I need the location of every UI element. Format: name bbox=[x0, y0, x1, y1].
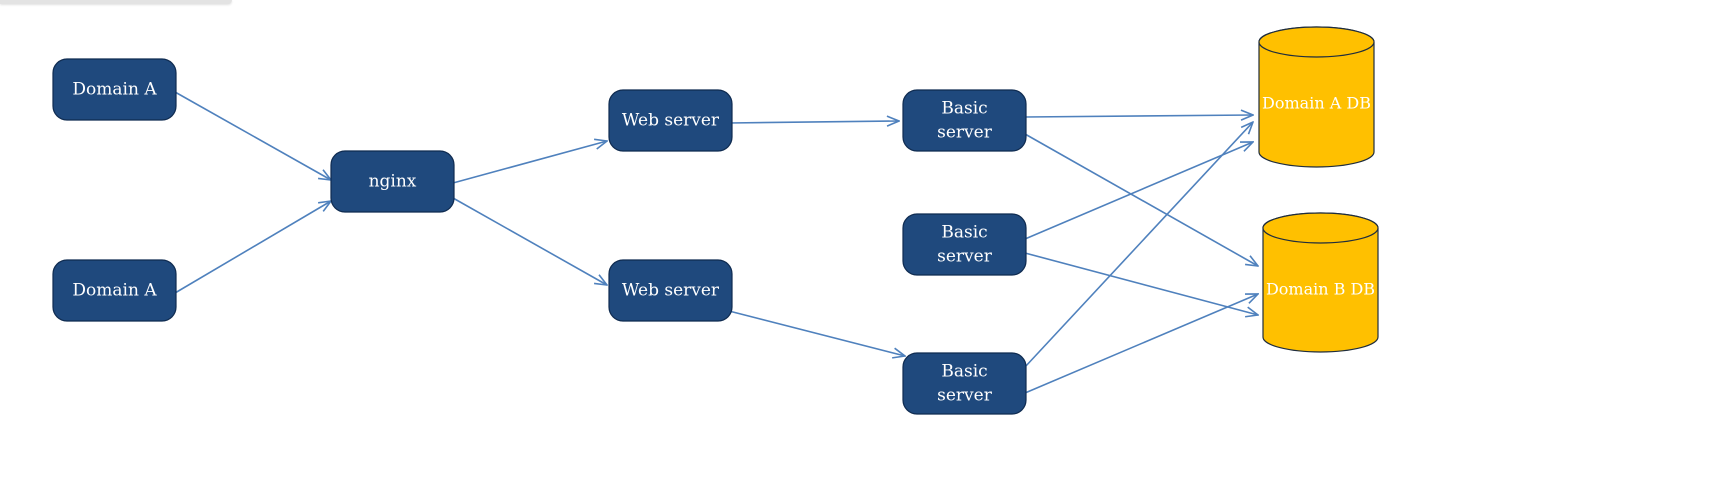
node-web-server-bottom-label: Web server bbox=[622, 281, 720, 301]
node-domain-a-top-box bbox=[52, 58, 177, 121]
edge-basic-server-3-to-domain-b-db bbox=[1024, 294, 1258, 394]
node-basic-server-2-box bbox=[902, 213, 1027, 276]
node-domain-a-bottom-box bbox=[52, 259, 177, 322]
node-basic-server-3-label-line1: Basic bbox=[941, 362, 987, 382]
edge-nginx-to-web-server-top bbox=[452, 141, 607, 184]
edge-basic-server-1-to-domain-b-db bbox=[1024, 133, 1258, 266]
edge-basic-server-2-to-domain-a-db bbox=[1024, 142, 1253, 240]
node-nginx-box bbox=[330, 150, 455, 213]
node-web-server-top[interactable]: Web server bbox=[608, 89, 733, 152]
node-basic-server-2[interactable]: Basic server bbox=[902, 213, 1027, 276]
node-basic-server-1-box bbox=[902, 89, 1027, 152]
node-basic-server-3-box bbox=[902, 352, 1027, 415]
node-web-server-bottom-box bbox=[608, 259, 733, 322]
node-domain-a-top[interactable]: Domain A bbox=[52, 58, 177, 121]
node-domain-b-db-label: Domain B DB bbox=[1266, 280, 1375, 299]
edge-domain-a-bottom-to-nginx bbox=[174, 201, 331, 294]
node-domain-a-db[interactable]: Domain A DB bbox=[1258, 26, 1375, 168]
node-domain-a-bottom-label: Domain A bbox=[72, 281, 157, 301]
top-tab-strip bbox=[0, 0, 232, 4]
edge-basic-server-1-to-domain-a-db bbox=[1024, 115, 1253, 117]
domain-a-db-cylinder-top bbox=[1258, 26, 1375, 58]
node-domain-a-bottom[interactable]: Domain A bbox=[52, 259, 177, 322]
node-basic-server-3[interactable]: Basic server bbox=[902, 352, 1027, 415]
node-nginx[interactable]: nginx bbox=[330, 150, 455, 213]
edge-web-server-top-to-basic-server-1 bbox=[728, 121, 899, 123]
node-basic-server-2-label-line2: server bbox=[937, 247, 993, 267]
edge-basic-server-3-to-domain-a-db bbox=[1024, 122, 1253, 368]
node-nginx-label: nginx bbox=[369, 172, 417, 192]
node-basic-server-1-label-line2: server bbox=[937, 123, 993, 143]
domain-b-db-cylinder-top bbox=[1262, 212, 1379, 244]
edge-basic-server-2-to-domain-b-db bbox=[1024, 252, 1258, 315]
node-web-server-top-label: Web server bbox=[622, 111, 720, 131]
node-web-server-top-box bbox=[608, 89, 733, 152]
edge-nginx-to-web-server-bottom bbox=[452, 197, 607, 285]
node-web-server-bottom[interactable]: Web server bbox=[608, 259, 733, 322]
node-domain-a-db-label: Domain A DB bbox=[1262, 94, 1371, 113]
edge-domain-a-top-to-nginx bbox=[174, 91, 331, 180]
node-basic-server-1-label-line1: Basic bbox=[941, 99, 987, 119]
node-basic-server-1[interactable]: Basic server bbox=[902, 89, 1027, 152]
node-domain-b-db[interactable]: Domain B DB bbox=[1262, 212, 1379, 353]
edges bbox=[174, 91, 1258, 394]
node-basic-server-3-label-line2: server bbox=[937, 386, 993, 406]
node-domain-a-top-label: Domain A bbox=[72, 80, 157, 100]
edge-web-server-bottom-to-basic-server-3 bbox=[728, 310, 905, 356]
node-basic-server-2-label-line1: Basic bbox=[941, 223, 987, 243]
